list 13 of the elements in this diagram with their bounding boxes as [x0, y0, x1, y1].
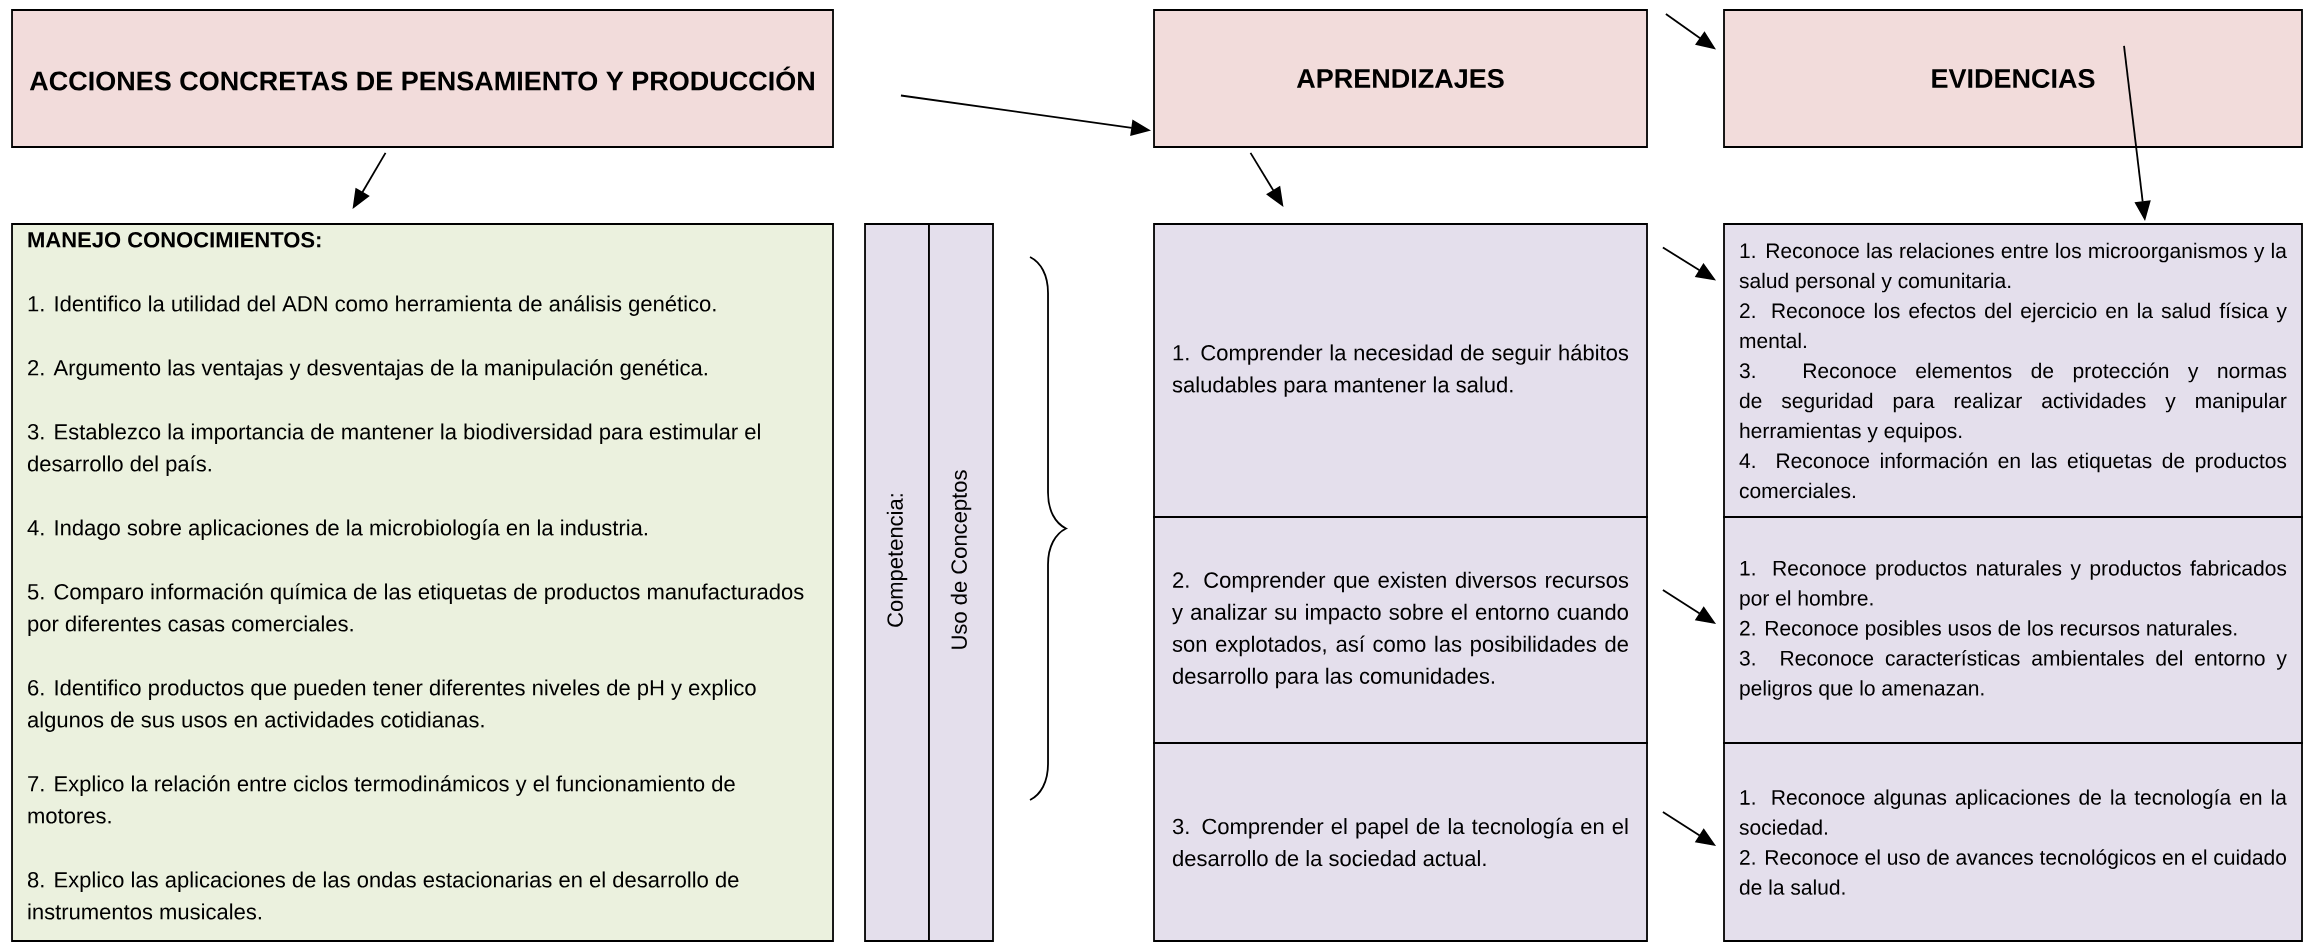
header-box: APRENDIZAJES — [1153, 9, 1648, 148]
evidence-box: 1. Reconoce las relaciones entre los microorganismos y la salud personal y comunitaria. 2. Reconoce los efectos del ejercicio en la salud física y mental. 3. Reconoce elementos de protección y normas de seguridad para realizar actividades y manipular herramientas y equipos. 4. Reconoce información en las etiquetas de productos comerciales. — [1723, 223, 2303, 518]
learning-box: 3. Comprender el papel de la tecnología en el desarrollo de la sociedad actual. — [1153, 742, 1648, 942]
vertical-band: Uso de Conceptos — [928, 223, 994, 942]
content-box: MANEJO CONOCIMIENTOS: 1. Identifico la utilidad del ADN como herramienta de análisis genético. 2. Argumento las ventajas y desventajas de la manipulación genética. 3. Establezco la importancia de mantener la biodiversidad para estimular el desarrollo del país. 4. Indago sobre aplicaciones de la microbiología en la industria. 5. Comparo información química de las etiquetas de productos manufacturados por diferentes casas comerciales. 6. Identifico productos que pueden tener diferentes niveles de pH y explico algunos de sus usos en actividades cotidianas. 7. Explico la relación entre ciclos termodinámicos y el funcionamiento de motores. 8. Explico las aplicaciones de las ondas estacionarias en el desarrollo de instrumentos musicales. — [11, 223, 834, 942]
header-box: EVIDENCIAS — [1723, 9, 2303, 148]
vertical-band: Competencia: — [864, 223, 930, 942]
evidence-box: 1. Reconoce algunas aplicaciones de la tecnología en la sociedad. 2. Reconoce el uso de avances tecnológicos en el cuidado de la salud. — [1723, 742, 2303, 942]
learning-box: 2. Comprender que existen diversos recursos y analizar su impacto sobre el entorno cuando son explotados, así como las posibilidades de desarrollo para las comunidades. — [1153, 516, 1648, 744]
node-label: Competencia: — [886, 494, 908, 627]
evidence-box: 1. Reconoce productos naturales y productos fabricados por el hombre. 2. Reconoce posibles usos de los recursos naturales. 3. Reconoce características ambientales del entorno y peligros que lo amenazan. — [1723, 516, 2303, 744]
header-box: ACCIONES CONCRETAS DE PENSAMIENTO Y PRODUCCIÓN — [11, 9, 834, 148]
learning-box: 1. Comprender la necesidad de seguir hábitos saludables para mantener la salud. — [1153, 223, 1648, 518]
